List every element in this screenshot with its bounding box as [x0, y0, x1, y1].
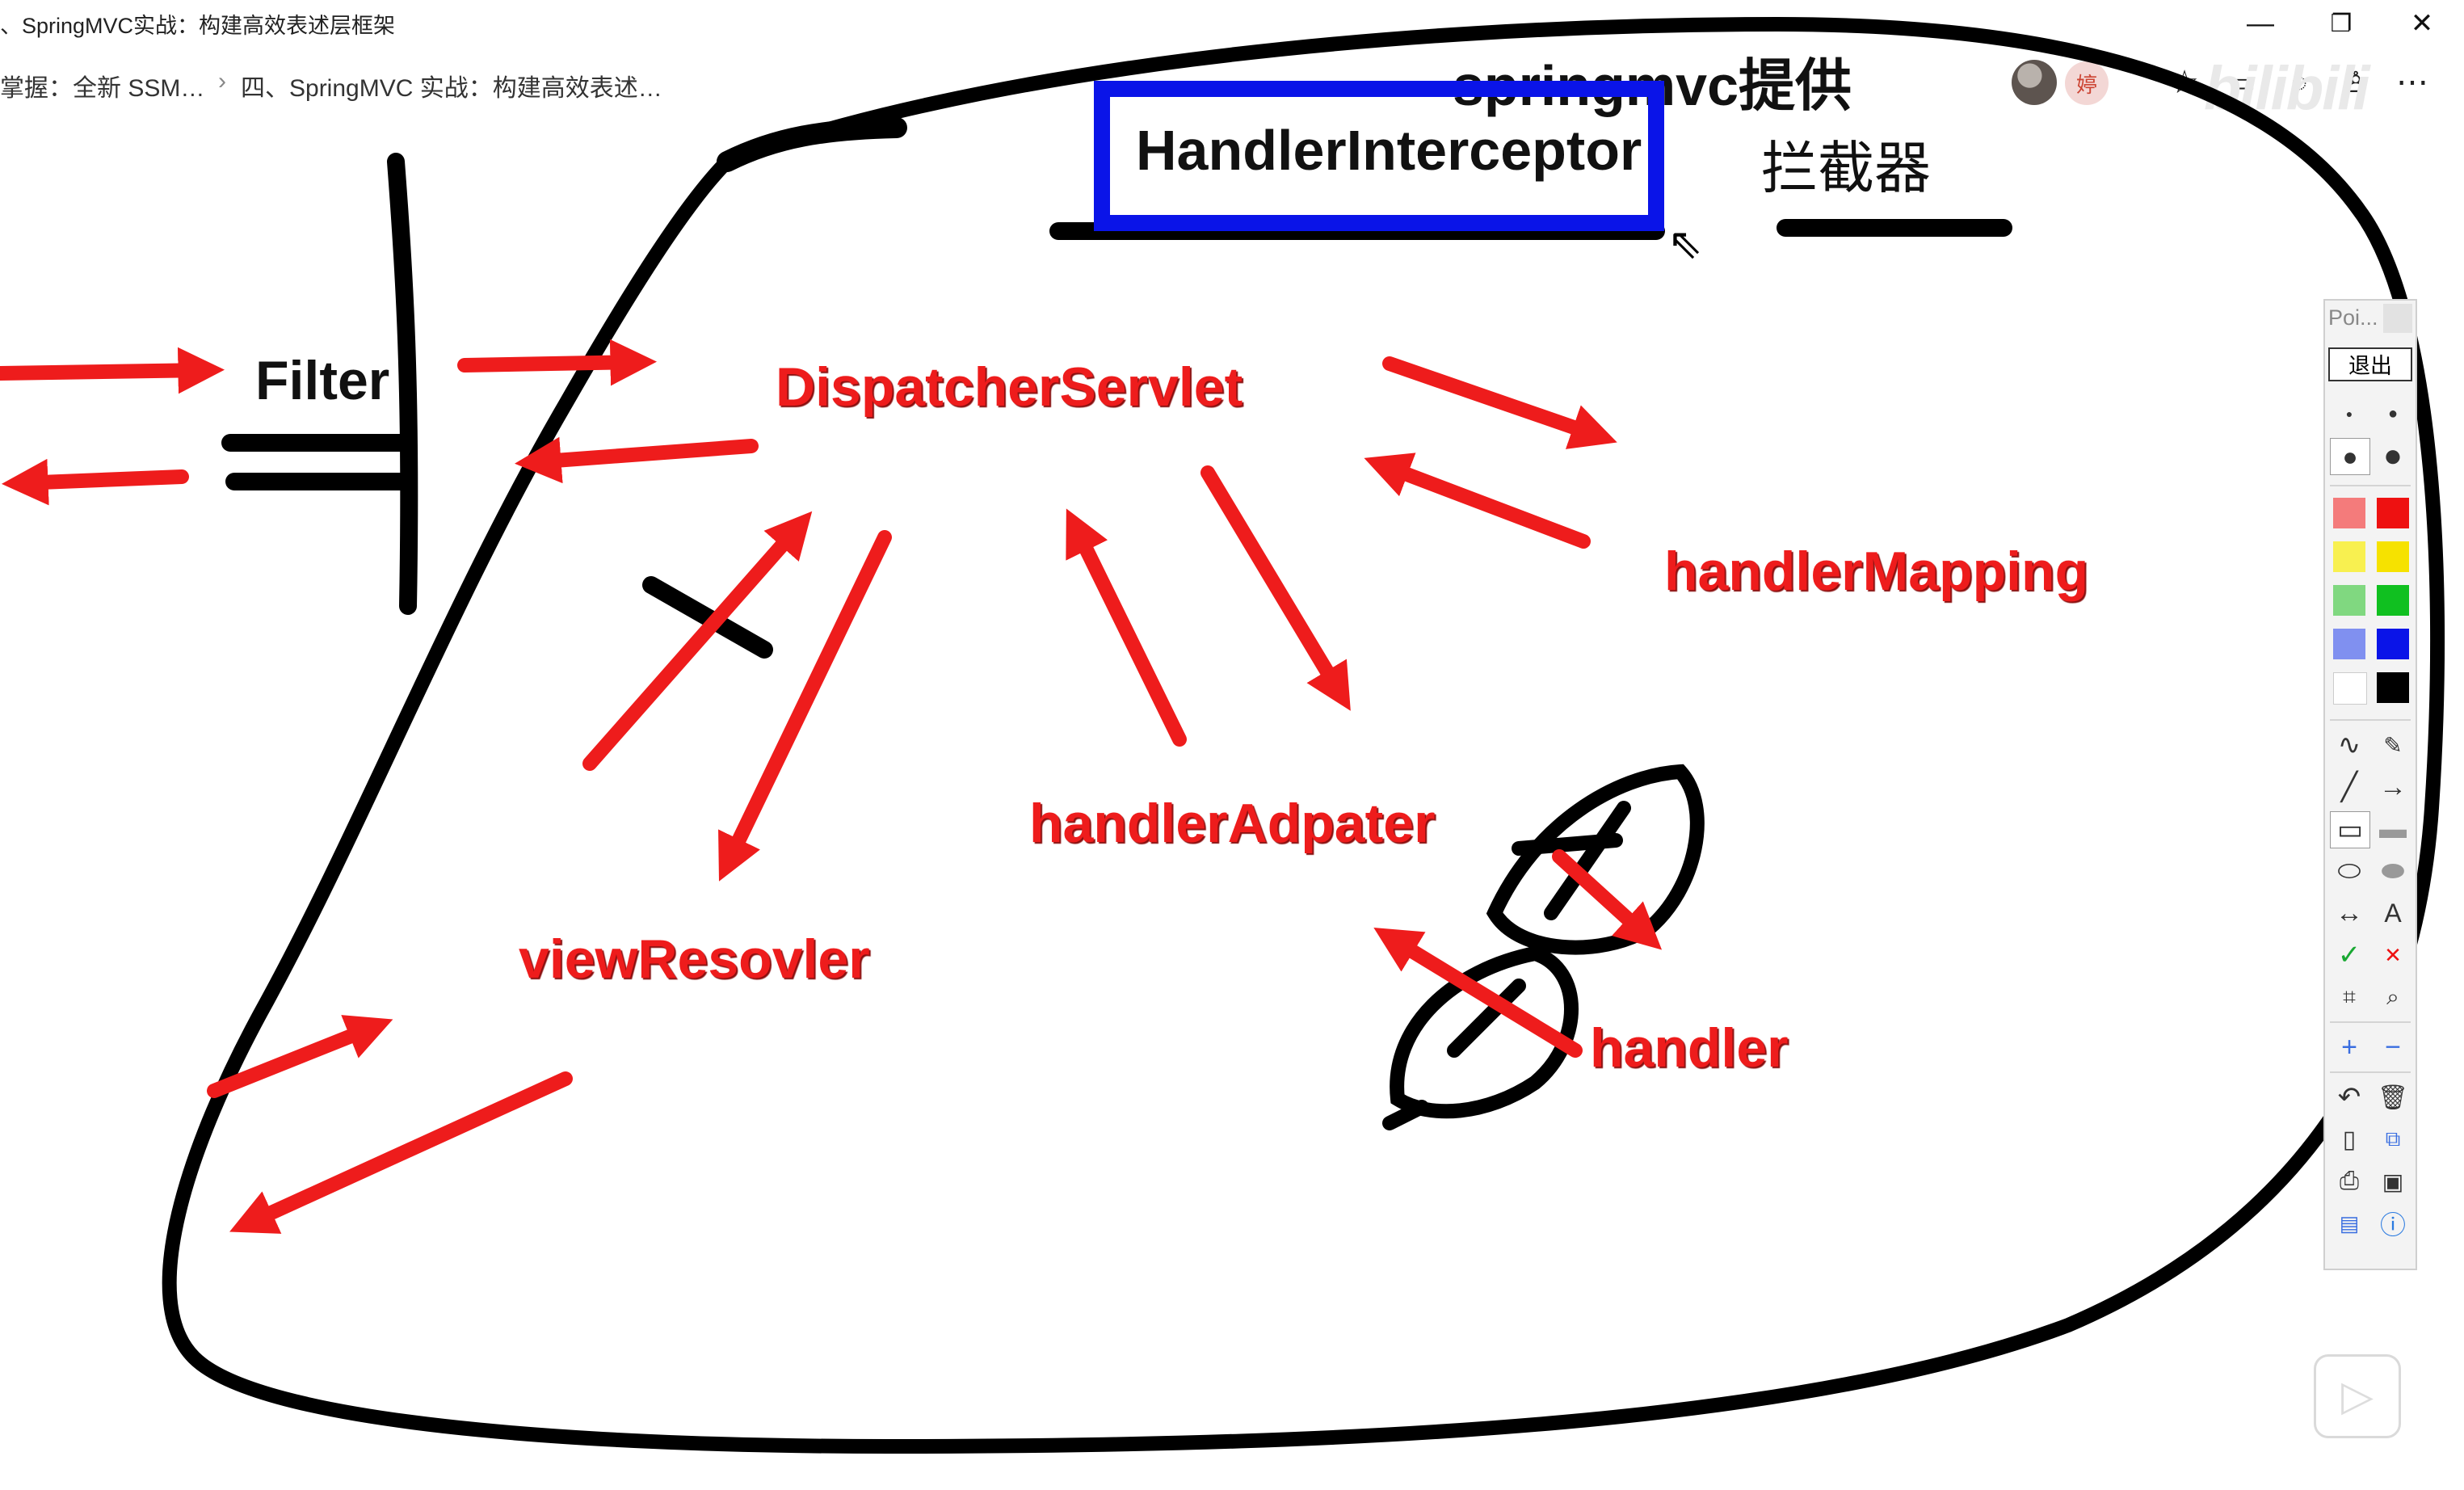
color-swatch[interactable] [2333, 498, 2365, 528]
palette-divider [2330, 719, 2411, 721]
user-avatar-badge[interactable]: 婷 [2065, 61, 2109, 105]
bookmark-icon[interactable]: ▭ [2229, 67, 2256, 98]
chat-icon[interactable]: ◌ [2290, 66, 2308, 98]
line-icon[interactable]: ╱ [2340, 772, 2358, 802]
handler-scribble [1486, 764, 1705, 955]
palette-divider [2330, 485, 2411, 486]
palette-divider [2330, 1071, 2411, 1073]
filled-ellipse-icon[interactable]: ⬬ [2381, 855, 2405, 886]
close-button[interactable]: ✕ [2410, 8, 2434, 39]
new-page-icon[interactable]: ▯ [2342, 1126, 2357, 1153]
ellipse-icon[interactable]: ⬭ [2337, 855, 2361, 886]
handler-mapping-label: handlerMapping [1664, 541, 2089, 602]
copy-icon[interactable]: ⧉ [2385, 1126, 2401, 1151]
plus-icon[interactable]: + [2341, 1031, 2357, 1063]
filter-label: Filter [255, 350, 390, 411]
handler-scribble [1447, 979, 1526, 1058]
color-swatch[interactable] [2333, 672, 2367, 705]
avatar[interactable] [2012, 60, 2057, 105]
palette-close-button[interactable] [2383, 304, 2412, 333]
cursor-icon: ⇖ [1667, 221, 1703, 267]
arrow-view-out [229, 1071, 573, 1234]
maximize-button[interactable]: ❐ [2330, 10, 2353, 37]
dispatcher-servlet-label: DispatcherServlet [776, 356, 1243, 418]
arrow-filter-to-dispatcher [457, 339, 658, 386]
trash-icon[interactable]: 🗑 [2377, 1084, 2409, 1111]
palette-exit-button[interactable]: 退出 [2328, 347, 2412, 381]
highlighter-icon[interactable]: ✎ [2383, 732, 2403, 758]
arrow-to-view [207, 1015, 393, 1098]
handler-scribble [1390, 945, 1579, 1119]
drawing-palette: Poi... 退出 ● ● ● ● ∿ ✎ ╱ → ▭ ▬ ⬭ ⬬ ↔ A ✓ … [2323, 299, 2417, 1270]
large-dot-icon[interactable]: ● [2330, 438, 2370, 475]
double-arrow-icon[interactable]: ↔ [2336, 897, 2363, 928]
arrow-dispatcher-to-filter [515, 436, 759, 484]
xlarge-dot-icon[interactable]: ● [2382, 437, 2403, 474]
palette-title: Poi... [2328, 305, 2378, 330]
color-swatch[interactable] [2333, 541, 2365, 572]
color-swatch[interactable] [2377, 541, 2409, 572]
arrow-filter-to-client [1, 458, 189, 506]
small-dot-icon[interactable]: ● [2345, 407, 2353, 420]
arrow-dispatcher-to-mapping [1382, 356, 1617, 449]
check-icon[interactable]: ✓ [2337, 940, 2361, 970]
undo-icon[interactable]: ↶ [2337, 1082, 2361, 1113]
color-swatch[interactable] [2333, 629, 2365, 659]
info-icon[interactable]: ⓘ [2379, 1210, 2406, 1240]
arrow-request-to-filter [0, 347, 225, 394]
zoom-icon[interactable]: ⌕ [2386, 983, 2399, 1009]
view-resolver-label: viewResovler [519, 928, 870, 990]
tab-bar: 掌握：全新 SSM… › 四、SpringMVC 实战：构建高效表述… [0, 58, 1939, 107]
arrow-adapter-to-handler [1552, 849, 1663, 950]
medium-dot-icon[interactable]: ● [2387, 404, 2399, 423]
block-mark [642, 576, 773, 659]
filled-rectangle-icon[interactable]: ▬ [2379, 813, 2407, 844]
text-tool-icon[interactable]: A [2384, 898, 2402, 928]
handler-label: handler [1590, 1017, 1789, 1079]
ink-stroke [717, 117, 907, 172]
profile-icon[interactable]: ♙ [2342, 65, 2369, 99]
interceptor-highlight-box [1094, 81, 1664, 231]
minus-icon[interactable]: − [2385, 1031, 2401, 1063]
chevron-right-icon: › [218, 68, 226, 95]
cross-icon[interactable]: ✕ [2384, 942, 2402, 967]
boundary-outline [162, 16, 2445, 1454]
crop-icon[interactable]: ⌗ [2343, 983, 2356, 1009]
arrow-dispatcher-to-view [718, 530, 892, 882]
handler-scribble [1382, 1100, 1429, 1130]
play-icon[interactable]: ▷ [2314, 1354, 2401, 1438]
arrow-dispatcher-to-adapter [1200, 465, 1351, 711]
color-swatch[interactable] [2377, 498, 2409, 528]
rectangle-icon[interactable]: ▭ [2330, 811, 2370, 848]
window-title: 、SpringMVC实战：构建高效表述层框架 [0, 14, 396, 38]
arrow-view-to-dispatcher [582, 511, 813, 771]
arrow-adapter-to-dispatcher [1066, 508, 1187, 747]
handler-adapter-label: handlerAdpater [1029, 793, 1436, 854]
arrow-mapping-to-dispatcher [1364, 452, 1591, 549]
more-icon[interactable]: ⋯ [2396, 65, 2428, 100]
handler-interceptor-label: HandlerInterceptor [1136, 119, 1642, 182]
color-swatch[interactable] [2377, 585, 2409, 616]
color-swatch[interactable] [2333, 585, 2365, 616]
save-icon[interactable]: ▣ [2382, 1168, 2404, 1194]
color-swatch[interactable] [2377, 672, 2409, 703]
arrow-line-icon[interactable]: → [2379, 771, 2407, 802]
window-icon[interactable]: ▤ [2339, 1210, 2360, 1235]
window-titlebar: 、SpringMVC实战：构建高效表述层框架 — ❐ ✕ [0, 0, 2464, 50]
interceptor-cn-label: 拦截器 [1761, 137, 1931, 200]
tab-springmvc[interactable]: 四、SpringMVC 实战：构建高效表述… [241, 75, 662, 102]
palette-divider [2330, 1021, 2411, 1023]
freehand-icon[interactable]: ∿ [2337, 730, 2361, 760]
arrow-handler-to-adapter [1373, 928, 1583, 1058]
minimize-button[interactable]: — [2247, 7, 2274, 39]
handler-scribble [1544, 801, 1631, 920]
tab-ssm[interactable]: 掌握：全新 SSM… [0, 75, 205, 102]
color-swatch[interactable] [2377, 629, 2409, 659]
print-icon[interactable]: ⎙ [2340, 1168, 2359, 1194]
filter-bar [387, 153, 418, 615]
